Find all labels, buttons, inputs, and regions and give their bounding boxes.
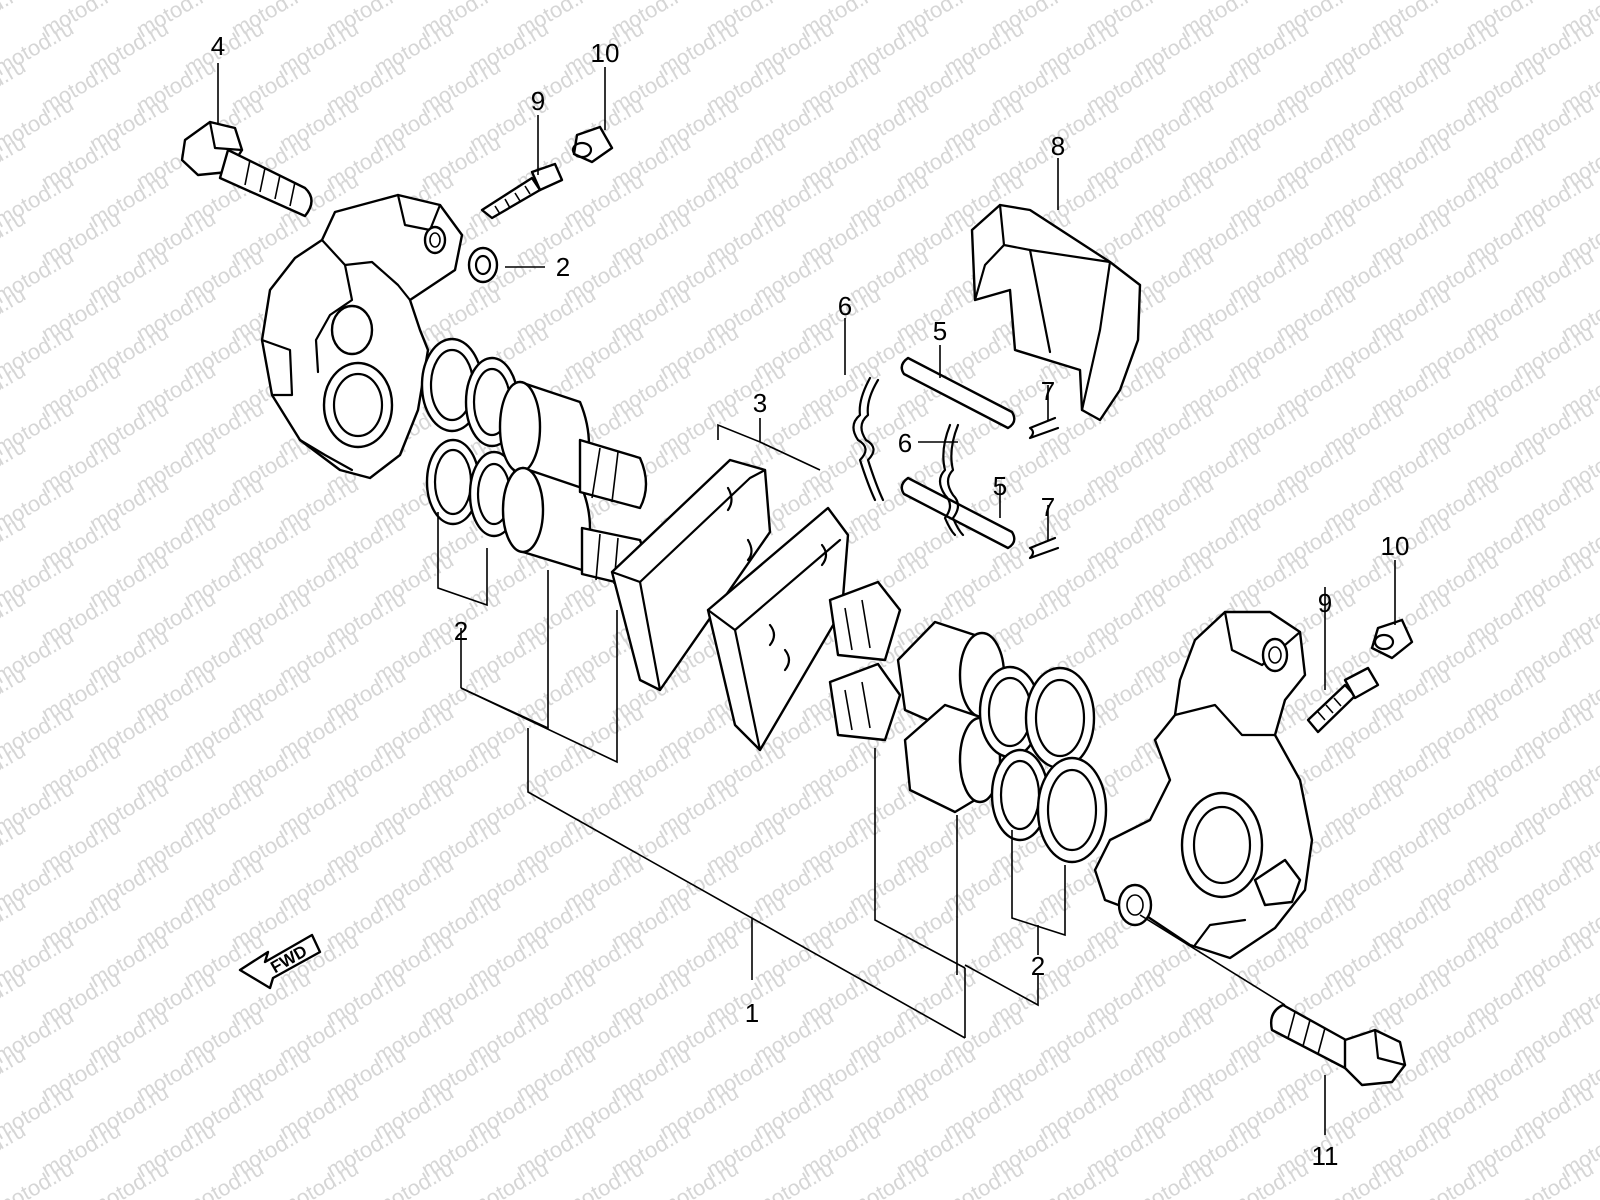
label-lower-pin: 5 — [993, 471, 1007, 501]
left-bleeder-valve — [480, 162, 564, 220]
left-piston-group — [420, 337, 648, 590]
label-left-bleeder: 9 — [531, 86, 545, 116]
label-right-bleeder: 9 — [1318, 588, 1332, 618]
watermark-text: motod.ru — [180, 1155, 268, 1200]
watermark-text: motod.ru — [560, 1155, 648, 1200]
label-upper-clip: 6 — [838, 291, 852, 321]
watermark-text: motod.ru — [0, 0, 30, 42]
right-bleeder-valve — [1306, 666, 1380, 734]
watermark-text: motod.ru — [275, 1155, 363, 1200]
watermark-text: motod.ru — [465, 1155, 553, 1200]
leader-lines — [217, 63, 1396, 1135]
label-left-washer: 2 — [556, 252, 570, 282]
right-piston-group — [828, 580, 1108, 864]
label-right-bolt: 11 — [1312, 1141, 1339, 1171]
label-upper-e-clip: 7 — [1041, 376, 1055, 406]
label-caliper-assembly: 1 — [745, 998, 759, 1028]
watermark-text: motod.ru — [1035, 1155, 1123, 1200]
lower-pad-pin — [900, 476, 1060, 560]
left-caliper-body — [260, 193, 464, 480]
label-pad-set: 3 — [753, 388, 767, 418]
left-bolt — [180, 120, 313, 218]
watermark-text: motod.ru — [370, 1155, 458, 1200]
label-left-cap: 10 — [591, 38, 620, 68]
label-left-bolt: 4 — [211, 31, 225, 61]
watermark-text: motod.ru — [940, 1155, 1028, 1200]
label-right-seal-set: 2 — [1031, 951, 1045, 981]
right-bleeder-cap — [1370, 618, 1414, 660]
watermark-text: motod.ru — [1510, 1155, 1598, 1200]
watermark-text: motod.ru — [845, 1155, 933, 1200]
label-left-seal-set: 2 — [454, 616, 468, 646]
label-right-cap: 10 — [1381, 531, 1410, 561]
watermark-text: motod.ru — [750, 1155, 838, 1200]
left-washer — [467, 246, 499, 284]
watermark-text: motod.ru — [655, 1155, 743, 1200]
watermark-text: motod.ru — [1225, 1155, 1313, 1200]
watermark-text: motod.ru — [1415, 1155, 1503, 1200]
upper-pad-pin — [900, 356, 1060, 440]
left-bleeder-cap — [571, 125, 614, 164]
left-brake-pad — [610, 458, 772, 692]
right-bolt — [1269, 1003, 1407, 1087]
label-upper-pin: 5 — [933, 316, 947, 346]
watermark-text: motod.ru — [85, 1155, 173, 1200]
pad-spring-cover — [970, 203, 1142, 422]
label-pad-spring-cover: 8 — [1051, 131, 1065, 161]
watermark-text: motod.ru — [1130, 1155, 1218, 1200]
label-lower-clip: 6 — [898, 428, 912, 458]
right-caliper-body — [1093, 610, 1314, 960]
upper-pad-clip — [852, 376, 885, 502]
label-lower-e-clip: 7 — [1041, 492, 1055, 522]
part-number-labels: 4 10 9 2 8 6 5 7 6 5 7 3 2 1 2 10 9 11 — [211, 31, 1410, 1171]
lower-pad-clip — [938, 423, 965, 537]
